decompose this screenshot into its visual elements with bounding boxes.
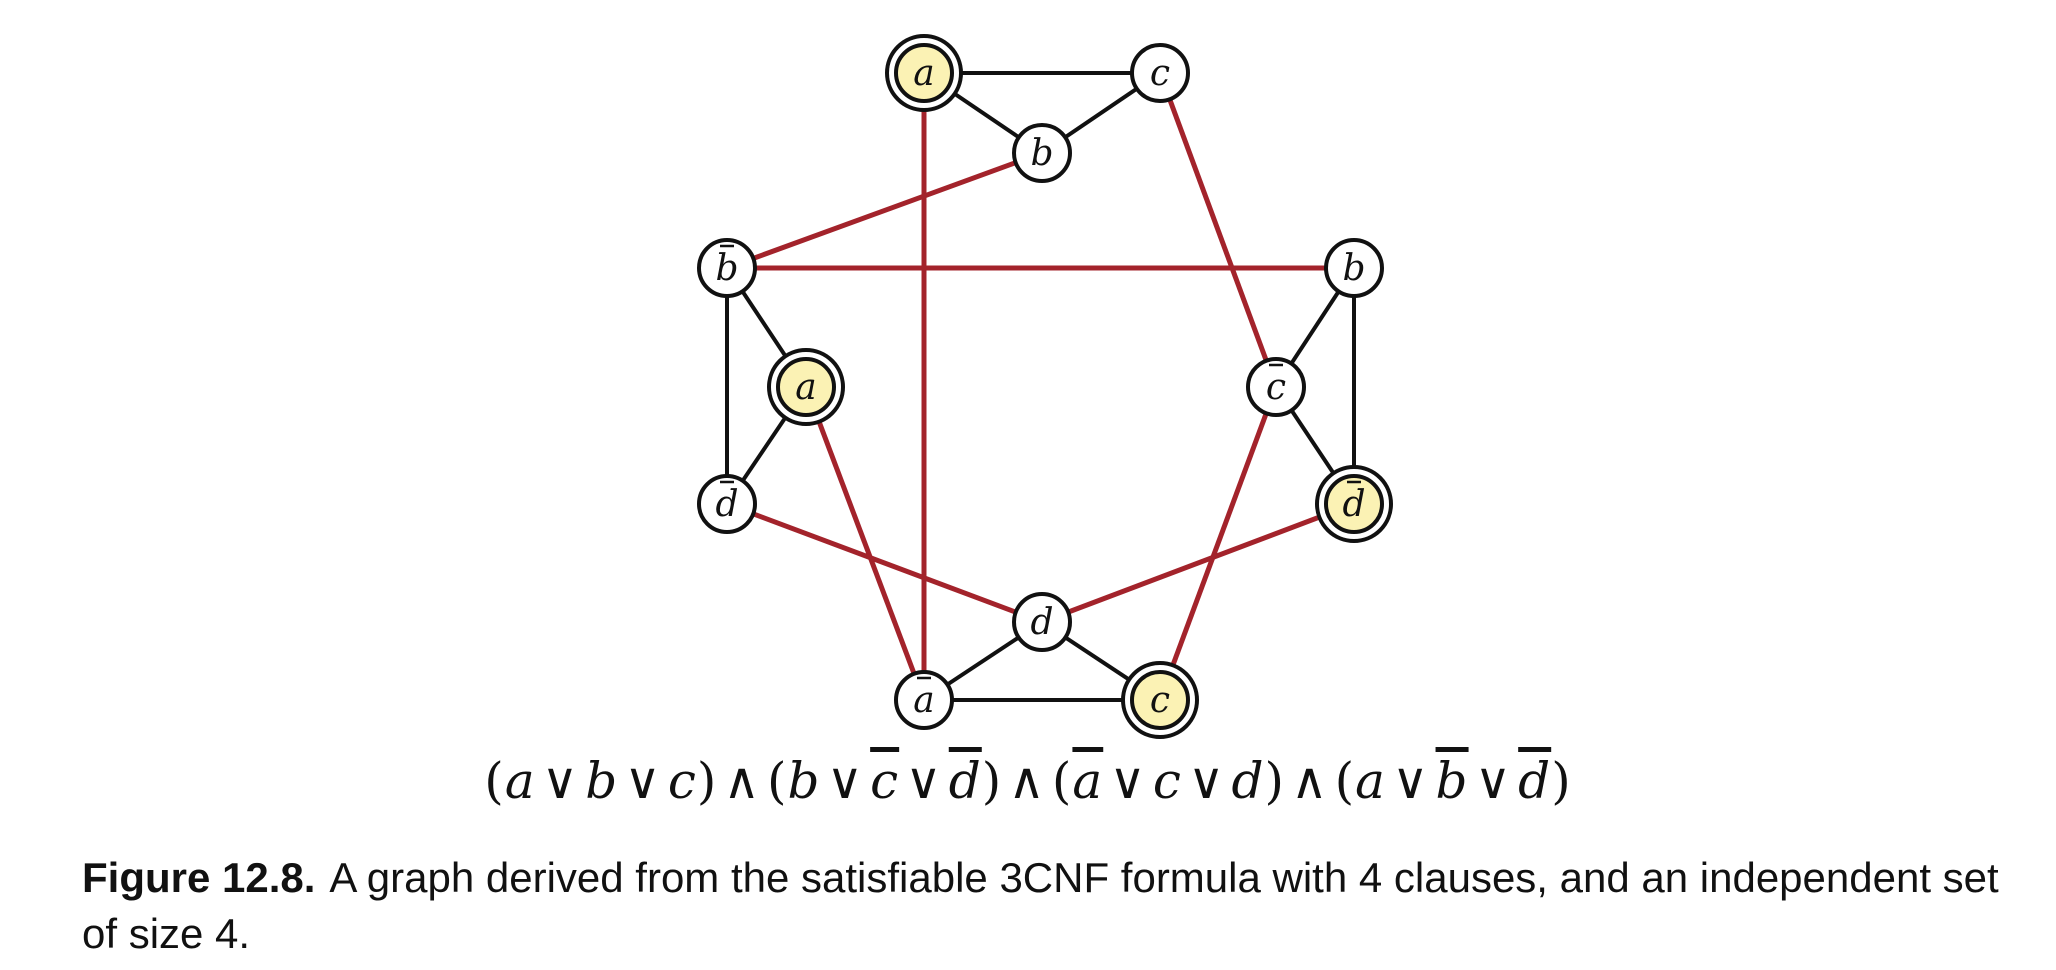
caption-text: A graph derived from the satisfiable 3CN… <box>82 854 1999 957</box>
node-circle <box>1012 592 1072 652</box>
node-label: c <box>1266 367 1286 408</box>
conflict-edge <box>1157 72 1279 388</box>
conflict-edge <box>726 150 1043 271</box>
node-circle <box>697 474 757 534</box>
and-operator: ∧ <box>1291 752 1329 810</box>
node-circle <box>1012 123 1072 183</box>
literal-b: b <box>787 752 821 810</box>
node-circle <box>1130 43 1190 103</box>
node-label: b <box>1342 248 1365 289</box>
node-b: b <box>1012 123 1072 183</box>
open-paren: ( <box>484 752 505 810</box>
literal-d: d <box>1231 752 1265 810</box>
node-circle <box>894 43 954 103</box>
node-a-selected: a <box>885 34 963 112</box>
cnf-formula: (a∨b∨c)∧(b∨c∨d)∧(a∨c∨d)∧(a∨b∨d) <box>0 752 2056 810</box>
node-not-d: d <box>697 474 757 534</box>
node-circle <box>1246 357 1306 417</box>
conflict-edge <box>803 386 927 701</box>
close-paren: ) <box>1264 752 1285 810</box>
node-a-selected: a <box>767 348 845 426</box>
graph-diagram: a c b b a d b c d d a c <box>697 34 1393 739</box>
literal-a: a <box>504 752 536 810</box>
close-paren: ) <box>696 752 718 810</box>
node-label: a <box>795 367 816 408</box>
or-operator: ∨ <box>624 752 662 810</box>
literal-c: c <box>667 752 697 810</box>
close-paren: ) <box>981 752 1003 810</box>
node-label: a <box>913 680 934 721</box>
node-circle <box>697 238 757 298</box>
node-label: d <box>1342 484 1365 525</box>
node-circle <box>1130 670 1190 730</box>
node-not-d-selected: d <box>1315 465 1393 543</box>
or-operator: ∨ <box>1187 752 1226 810</box>
open-paren: ( <box>767 752 788 810</box>
figure-caption: Figure 12.8.A graph derived from the sat… <box>82 850 2022 962</box>
node-b: b <box>1324 238 1384 298</box>
literal-not-a: a <box>1072 752 1104 810</box>
conflict-edge <box>1157 386 1279 701</box>
node-c: c <box>1130 43 1190 103</box>
or-operator: ∨ <box>541 752 580 810</box>
or-operator: ∨ <box>1109 752 1147 810</box>
or-operator: ∨ <box>1391 752 1430 810</box>
literal-not-d: d <box>948 752 982 810</box>
open-paren: ( <box>1334 752 1356 810</box>
node-label: c <box>1150 680 1170 721</box>
node-circle <box>1324 238 1384 298</box>
conflict-edge <box>1041 501 1355 625</box>
and-operator: ∧ <box>1008 752 1046 810</box>
close-paren: ) <box>1551 752 1572 810</box>
node-label: b <box>715 248 738 289</box>
or-operator: ∨ <box>905 752 943 810</box>
and-operator: ∧ <box>723 752 761 810</box>
literal-not-b: b <box>1435 752 1469 810</box>
conflict-edge <box>726 501 1043 625</box>
node-label: a <box>913 53 934 94</box>
literal-not-d: d <box>1518 752 1552 810</box>
node-label: d <box>715 484 738 525</box>
or-operator: ∨ <box>1474 752 1513 810</box>
node-not-a: a <box>894 670 954 730</box>
node-circle <box>776 357 836 417</box>
node-circle <box>894 670 954 730</box>
caption-label: Figure 12.8. <box>82 854 316 901</box>
node-c-selected: c <box>1121 661 1199 739</box>
node-not-c: c <box>1246 357 1306 417</box>
literal-c: c <box>1152 752 1182 810</box>
literal-not-c: c <box>870 752 900 810</box>
open-paren: ( <box>1051 752 1073 810</box>
literal-b: b <box>585 752 619 810</box>
node-not-b: b <box>697 238 757 298</box>
node-d: d <box>1012 592 1072 652</box>
node-label: d <box>1030 602 1053 643</box>
literal-a: a <box>1355 752 1386 810</box>
node-label: b <box>1030 133 1053 174</box>
node-circle <box>1324 474 1384 534</box>
or-operator: ∨ <box>826 752 865 810</box>
node-label: c <box>1150 53 1170 94</box>
